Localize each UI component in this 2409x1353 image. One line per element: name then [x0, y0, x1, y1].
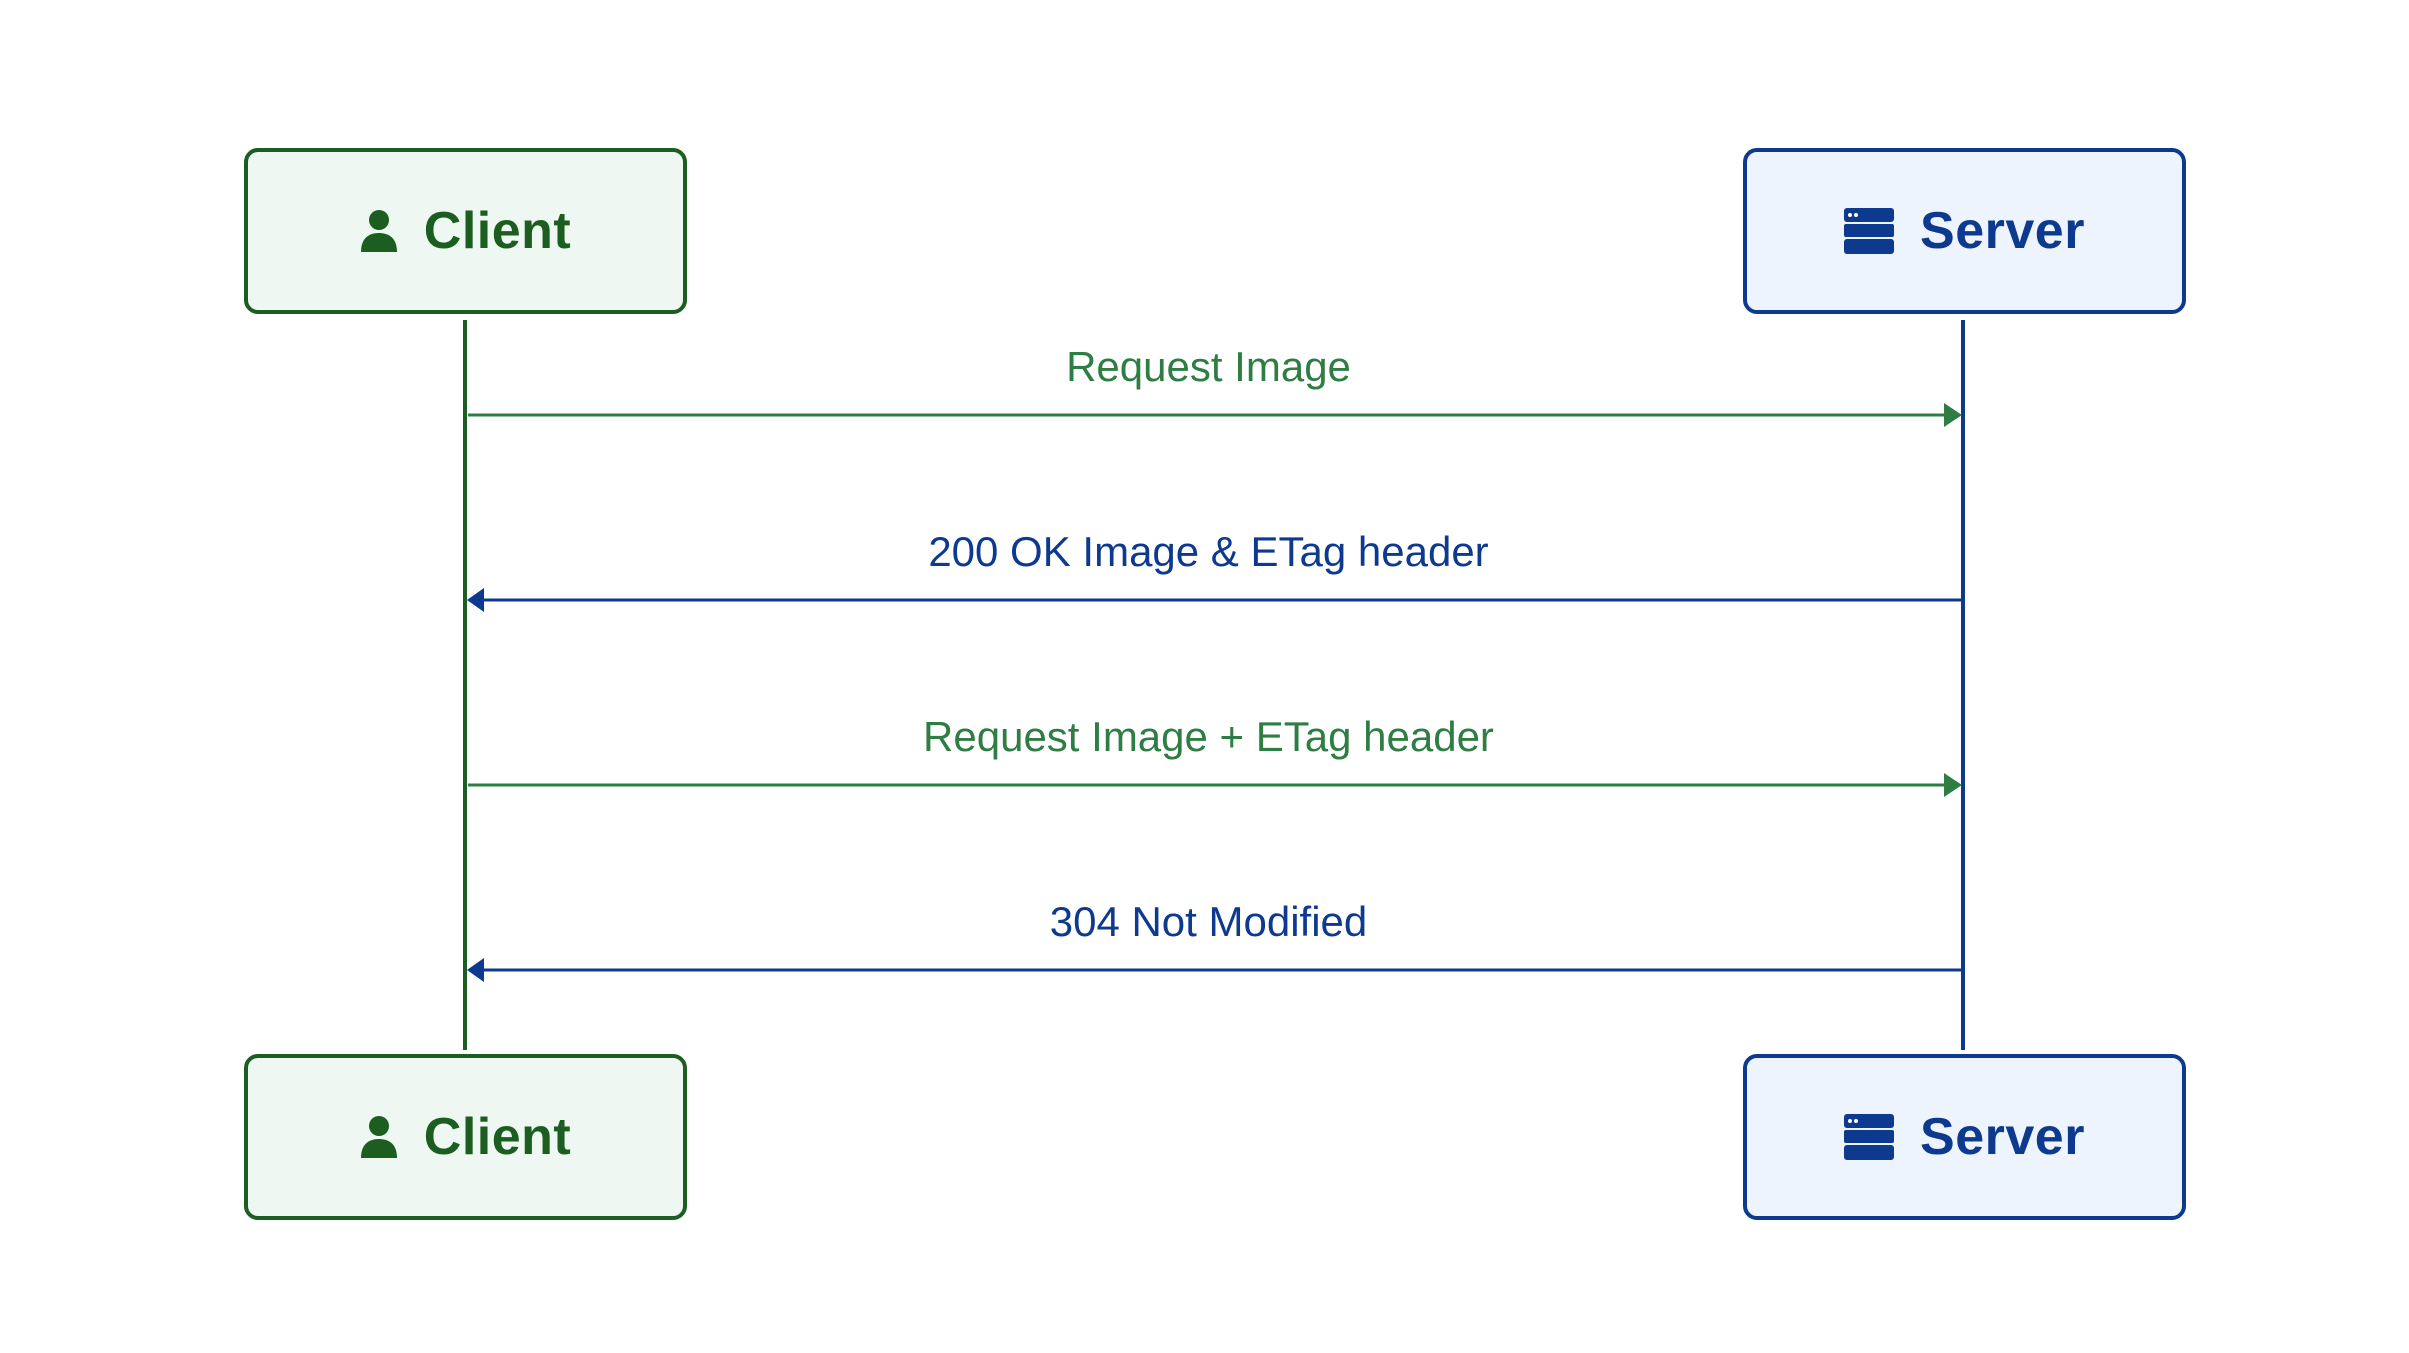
server-box-top: Server — [1743, 148, 2186, 314]
arrowhead-left-2 — [467, 588, 484, 612]
user-icon — [360, 1115, 398, 1159]
arrowhead-left-4 — [467, 958, 484, 982]
server-label: Server — [1920, 202, 2085, 260]
message-label-2: 200 OK Image & ETag header — [928, 528, 1489, 575]
server-box-bottom: Server — [1743, 1054, 2186, 1220]
server-label: Server — [1920, 1108, 2085, 1166]
client-label: Client — [423, 1108, 572, 1166]
user-icon — [360, 209, 398, 253]
message-label-3: Request Image + ETag header — [923, 713, 1494, 760]
server-icon — [1844, 208, 1895, 254]
arrowhead-right-1 — [1944, 403, 1962, 427]
arrowhead-right-3 — [1944, 773, 1962, 797]
server-icon — [1844, 1114, 1895, 1160]
client-label: Client — [423, 202, 572, 260]
message-label-4: 304 Not Modified — [1049, 898, 1368, 945]
client-box-top: Client — [244, 148, 687, 314]
client-box-bottom: Client — [244, 1054, 687, 1220]
message-label-1: Request Image — [1066, 343, 1351, 390]
